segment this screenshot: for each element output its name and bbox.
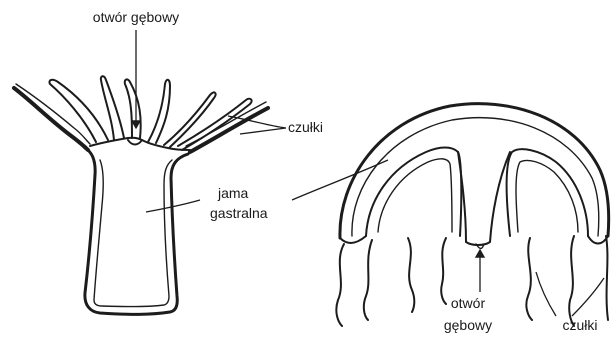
medusa-inner-right: [507, 149, 589, 236]
polyp-tentacle: [125, 79, 141, 138]
medusa-manubrium: [458, 152, 510, 245]
cavity-pointer-medusa: [292, 160, 388, 200]
polyp-tentacles-label: czułki: [288, 119, 323, 135]
medusa-mouth-label-line1: otwór: [451, 295, 486, 311]
label-pointers: [136, 30, 604, 316]
polyp-mouth-opening: [128, 140, 142, 145]
polyp-tentacle: [101, 76, 124, 140]
medusa-tentacle: [526, 238, 532, 320]
medusa-mouth-label-line2: gębowy: [444, 317, 492, 333]
polyp-cavity-wall: [94, 160, 172, 307]
polyp-tentacle: [148, 80, 170, 143]
cavity-label-line2: gastralna: [210, 205, 268, 221]
medusa-tentacles-label: czułki: [562, 317, 597, 333]
polyp-mouth-label: otwór gębowy: [93, 9, 179, 25]
medusa-tentacle: [408, 238, 414, 312]
medusa-tentacle: [569, 236, 574, 326]
cavity-label-line1: jama: [217, 185, 249, 201]
medusa-tentacle: [336, 244, 344, 326]
medusa-tentacle: [606, 236, 608, 320]
medusa: [336, 104, 608, 326]
polyp-oral-disc: [90, 138, 190, 150]
medusa-tentacle: [441, 238, 446, 304]
medusa-tentacle: [364, 240, 372, 320]
